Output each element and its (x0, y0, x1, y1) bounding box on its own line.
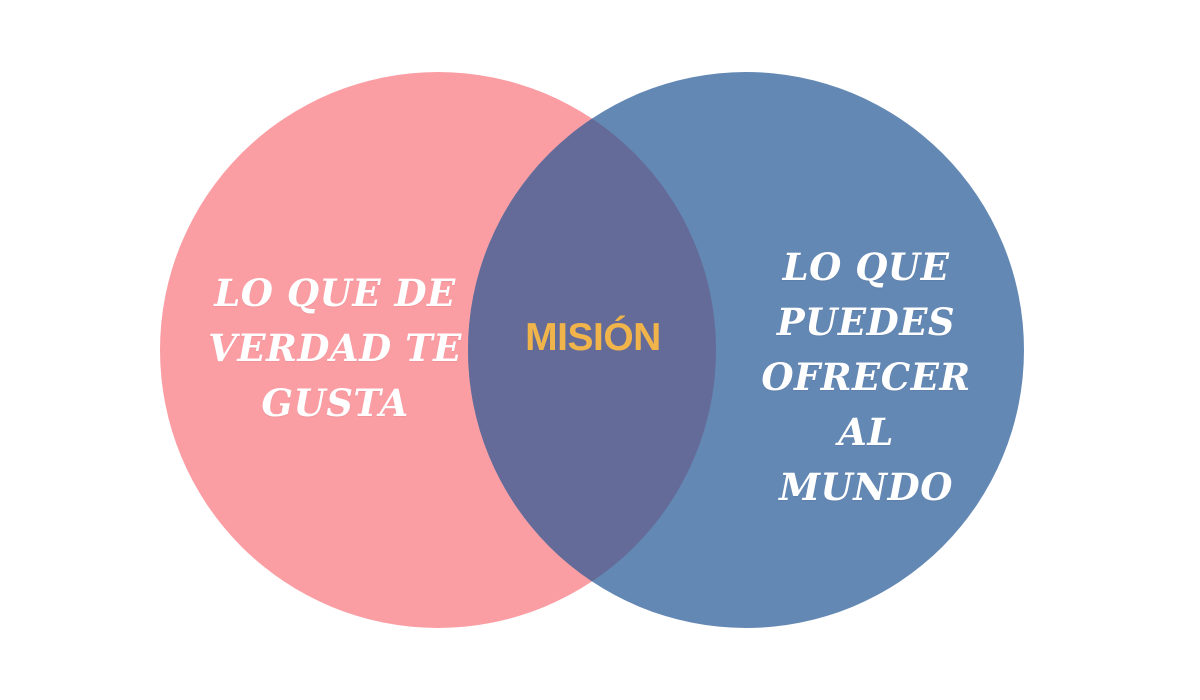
intersection-group (468, 72, 1024, 628)
intersection-shape[interactable] (468, 72, 1024, 628)
